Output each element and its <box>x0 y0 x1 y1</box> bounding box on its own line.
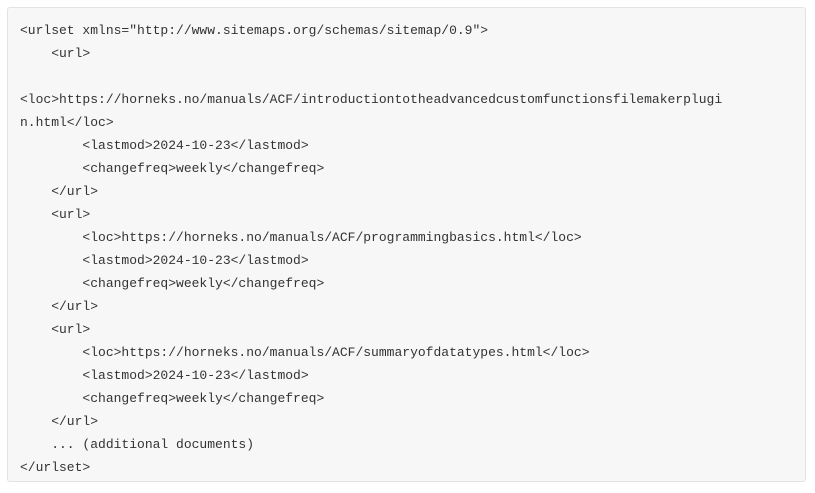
code-line: </url> <box>20 414 99 429</box>
code-line <box>20 65 793 88</box>
code-line: <loc>https://horneks.no/manuals/ACF/prog… <box>20 230 582 245</box>
code-line: <changefreq>weekly</changefreq> <box>20 391 325 406</box>
code-block: <urlset xmlns="http://www.sitemaps.org/s… <box>7 7 806 482</box>
code-line: <changefreq>weekly</changefreq> <box>20 161 325 176</box>
code-line: </url> <box>20 184 99 199</box>
code-line: </urlset> <box>20 460 91 475</box>
code-line: <url> <box>20 322 91 337</box>
code-line: <url> <box>20 207 91 222</box>
code-line: <loc>https://horneks.no/manuals/ACF/intr… <box>20 92 723 107</box>
code-line: <lastmod>2024-10-23</lastmod> <box>20 368 309 383</box>
code-line: <url> <box>20 46 91 61</box>
code-line: <lastmod>2024-10-23</lastmod> <box>20 138 309 153</box>
code-line: ... (additional documents) <box>20 437 255 452</box>
code-line: <lastmod>2024-10-23</lastmod> <box>20 253 309 268</box>
code-line: <changefreq>weekly</changefreq> <box>20 276 325 291</box>
code-line: n.html</loc> <box>20 115 114 130</box>
code-line: <loc>https://horneks.no/manuals/ACF/summ… <box>20 345 590 360</box>
code-line: <urlset xmlns="http://www.sitemaps.org/s… <box>20 23 489 38</box>
code-line: </url> <box>20 299 99 314</box>
